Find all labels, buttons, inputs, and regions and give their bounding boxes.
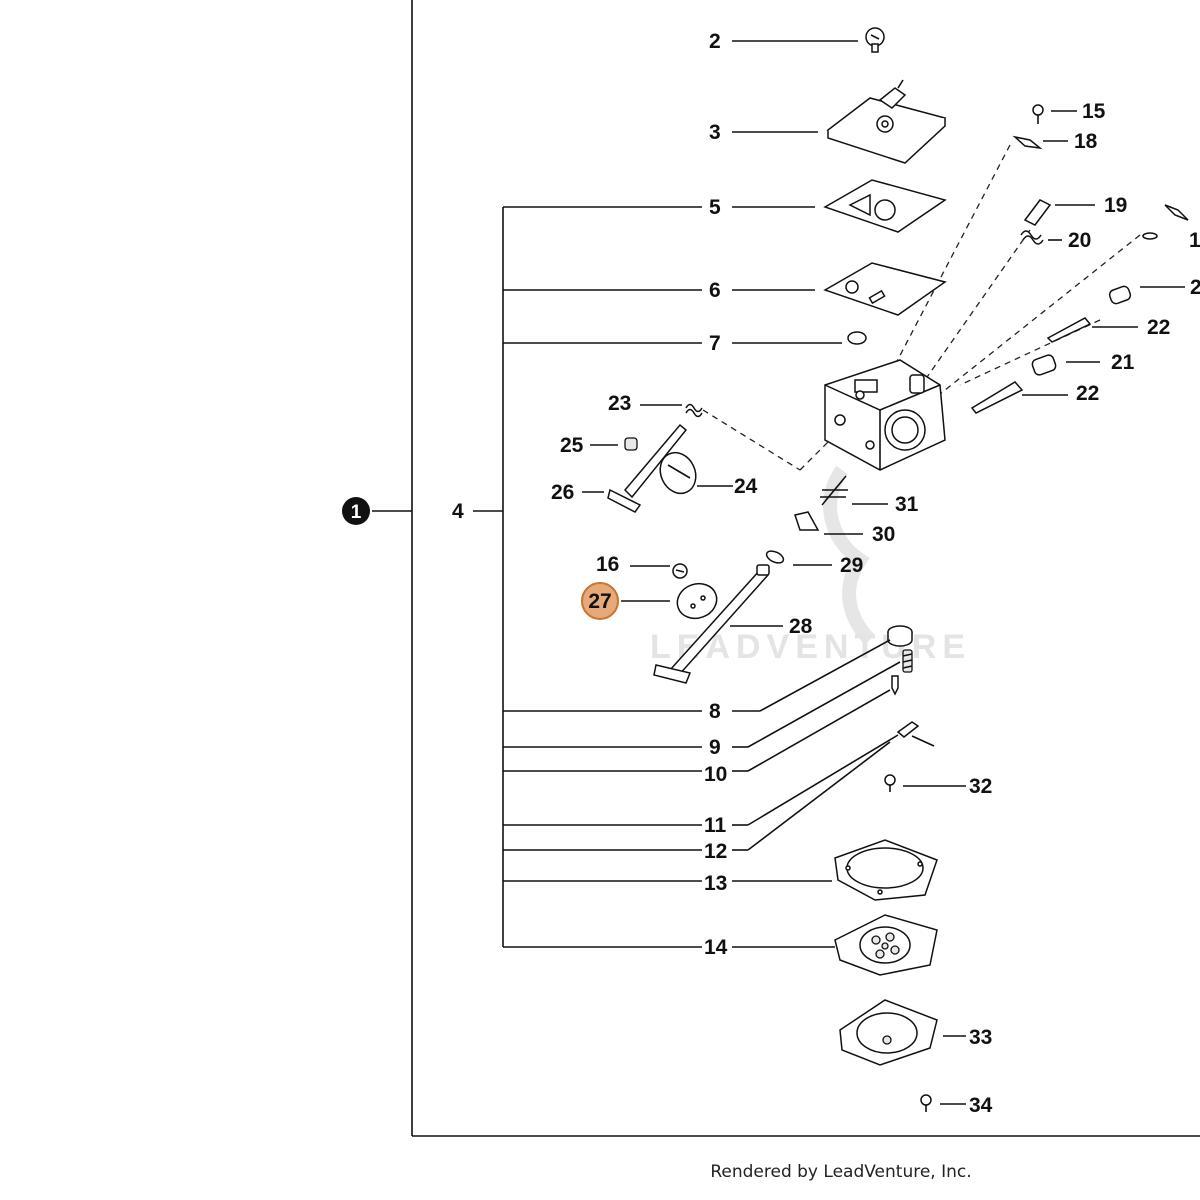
part-7-ring[interactable]: 7 [709, 331, 867, 355]
part-11-lever[interactable]: 11 [704, 721, 920, 837]
part-10-needle[interactable]: 10 [704, 675, 899, 786]
part-31-spring[interactable]: 31 [820, 475, 919, 516]
part-18-clip[interactable]: 18 [1012, 130, 1098, 153]
part-16-screw[interactable]: 16 [596, 553, 688, 579]
kit-label: 4 [452, 500, 464, 523]
label-29: 29 [840, 554, 863, 577]
label-22-lower: 22 [1076, 382, 1099, 405]
label-25: 25 [560, 434, 584, 457]
label-30: 30 [872, 523, 895, 546]
part-8-plug[interactable]: 8 [709, 625, 913, 723]
part-9-spring[interactable]: 9 [709, 649, 913, 759]
label-26: 26 [551, 481, 574, 504]
label-34: 34 [969, 1094, 993, 1117]
label-6: 6 [709, 279, 721, 302]
part-24-plate[interactable]: 24 [654, 447, 758, 499]
part-14-diaphragm[interactable]: 14 [704, 914, 938, 976]
part-28-shaft[interactable]: 28 [653, 564, 813, 684]
part-29-washer[interactable]: 29 [765, 549, 864, 577]
diagram-frame [411, 0, 1200, 1137]
label-14: 14 [704, 936, 728, 959]
label-13: 13 [704, 872, 727, 895]
label-3: 3 [709, 121, 721, 144]
part-21-sleeve-upper[interactable]: 2 [1108, 276, 1200, 305]
label-31: 31 [895, 493, 919, 516]
label-16: 16 [596, 553, 619, 576]
part-19-screw[interactable]: 19 [1023, 194, 1127, 226]
part-33-cover[interactable]: 33 [839, 999, 992, 1066]
highlighted-callout-27[interactable]: 27 [581, 582, 619, 620]
label-21-lower: 21 [1111, 351, 1135, 374]
label-19: 19 [1104, 194, 1127, 217]
label-18: 18 [1074, 130, 1098, 153]
label-9: 9 [709, 736, 721, 759]
label-11: 11 [704, 814, 727, 837]
label-32: 32 [969, 775, 992, 798]
part-26-shaft[interactable]: 26 [551, 423, 688, 513]
label-23: 23 [608, 392, 631, 415]
carburetor-body[interactable] [824, 359, 946, 471]
label-5: 5 [709, 196, 721, 219]
part-32-screw[interactable]: 32 [884, 774, 992, 798]
part-21-sleeve-lower[interactable]: 21 [1031, 351, 1135, 376]
label-20: 20 [1068, 229, 1091, 252]
label-15: 15 [1082, 100, 1106, 123]
label-28: 28 [789, 615, 813, 638]
label-33: 33 [969, 1026, 992, 1049]
part-2-screw[interactable]: 2 [709, 27, 885, 53]
part-22-needle-lower[interactable]: 22 [970, 381, 1099, 414]
label-27: 27 [588, 590, 611, 613]
label-17: 1 [1189, 229, 1200, 252]
label-24: 24 [734, 475, 758, 498]
part-12-pin[interactable]: 12 [704, 735, 935, 863]
label-21-upper: 2 [1190, 276, 1200, 299]
part-22-needle-upper[interactable]: 22 [1046, 316, 1170, 343]
part-15-screw[interactable]: 15 [1032, 100, 1106, 124]
part-17-clip[interactable]: 1 [1142, 204, 1200, 252]
footer: Rendered by LeadVenture, Inc. [0, 1162, 1200, 1182]
assembly-label: 1 [351, 502, 362, 523]
part-25-nut[interactable]: 25 [560, 434, 638, 457]
assembly-callout[interactable]: 1 [342, 497, 412, 525]
part-27-choke-plate[interactable] [621, 578, 722, 624]
label-2: 2 [709, 30, 721, 53]
label-7: 7 [709, 332, 721, 355]
part-34-screw[interactable]: 34 [920, 1094, 993, 1117]
part-3-cover[interactable]: 3 [709, 79, 947, 164]
part-20-spring[interactable]: 20 [1020, 229, 1091, 252]
label-12: 12 [704, 840, 727, 863]
label-8: 8 [709, 700, 721, 723]
part-5-gasket[interactable]: 5 [709, 179, 947, 233]
label-22-upper: 22 [1147, 316, 1170, 339]
footer-credit: Rendered by LeadVenture, Inc. [710, 1162, 972, 1182]
label-10: 10 [704, 763, 727, 786]
part-13-gasket[interactable]: 13 [704, 839, 938, 901]
part-30-lever[interactable]: 30 [794, 511, 895, 546]
part-6-diaphragm[interactable]: 6 [709, 262, 947, 316]
part-23-spring[interactable]: 23 [608, 392, 703, 418]
kit-bracket: 4 [452, 206, 702, 948]
